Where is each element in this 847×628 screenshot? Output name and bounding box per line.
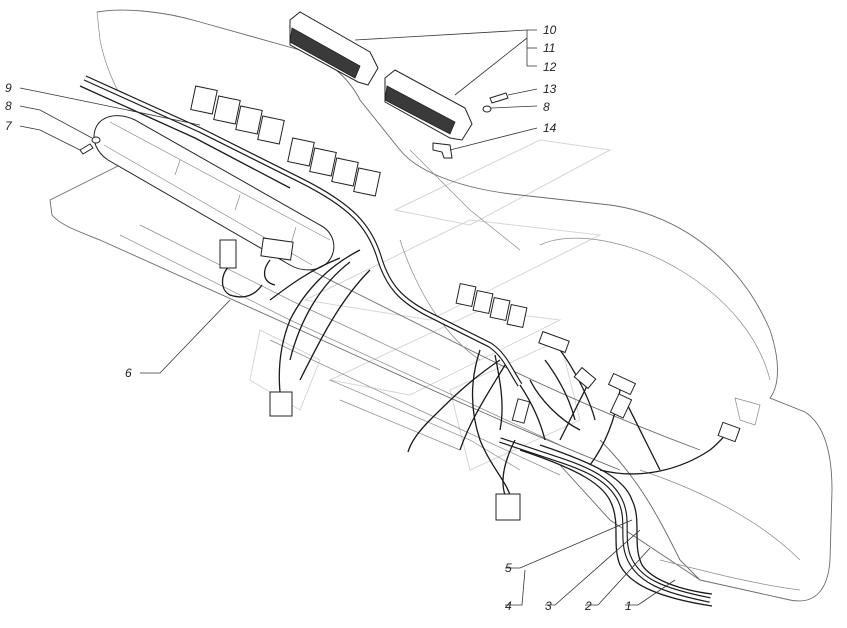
air-duct <box>93 115 335 271</box>
callout-labels: 10 11 12 13 8 14 9 8 7 6 5 4 3 2 1 <box>5 23 632 613</box>
washer-8-left <box>91 136 101 144</box>
fuse-box-upper <box>289 11 379 86</box>
callout-label-12: 12 <box>543 60 557 74</box>
callout-label-5: 5 <box>505 561 512 575</box>
main-harness-bundle <box>79 75 713 607</box>
callout-label-8-left: 8 <box>5 99 12 113</box>
callout-label-13: 13 <box>543 82 557 96</box>
clip-14 <box>432 142 453 159</box>
watermark-logo <box>249 139 612 471</box>
screw-7 <box>79 143 94 155</box>
callout-label-14: 14 <box>543 121 557 135</box>
callout-label-8-right: 8 <box>543 100 550 114</box>
leader-lines <box>19 29 676 606</box>
screw-13 <box>489 92 509 104</box>
callout-label-9: 9 <box>5 81 12 95</box>
callout-label-3: 3 <box>545 599 552 613</box>
branch-wires <box>221 249 731 496</box>
callout-label-2: 2 <box>584 599 592 613</box>
callout-label-6: 6 <box>125 366 132 380</box>
callout-label-11: 11 <box>543 41 555 55</box>
callout-label-10: 10 <box>543 23 557 37</box>
connectors <box>219 237 741 521</box>
callout-label-7: 7 <box>5 119 13 133</box>
callout-label-4: 4 <box>505 599 512 613</box>
callout-label-1: 1 <box>625 599 632 613</box>
fuse-box-lower <box>384 69 473 141</box>
relay-block-middle <box>455 282 528 329</box>
washer-8-right <box>482 105 492 113</box>
relay-block-upper <box>190 85 381 197</box>
